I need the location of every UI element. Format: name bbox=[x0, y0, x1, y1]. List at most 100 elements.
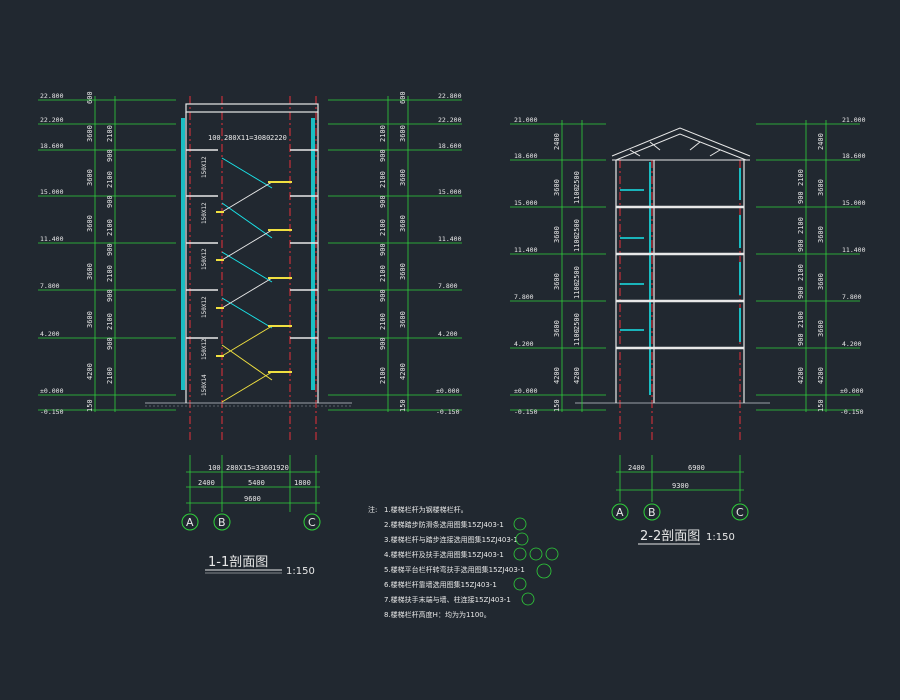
section-2-left-elevations: 21.000 18.600 15.000 11.400 7.800 4.200 … bbox=[514, 116, 538, 416]
elevation-label: 4.200 bbox=[438, 330, 458, 338]
vertical-dim: 3600 bbox=[553, 273, 561, 290]
elevation-label: 15.000 bbox=[514, 199, 538, 207]
axis-label-c: C bbox=[308, 516, 316, 529]
elevation-label: 11.400 bbox=[40, 235, 64, 243]
vertical-dim: 2100 bbox=[379, 313, 387, 330]
section-1-title: 1-1剖面图 bbox=[208, 555, 268, 570]
section-1-title-block: 1-1剖面图 1:150 bbox=[205, 555, 315, 577]
elevation-label: 11.400 bbox=[842, 246, 866, 254]
vertical-dim: 1100 bbox=[573, 329, 581, 346]
stair-label: 150X12 bbox=[201, 156, 208, 178]
note-item: 1.楼梯栏杆为钢楼梯栏杆。 bbox=[384, 505, 468, 514]
note-item: 7.楼梯扶手末端与墙、柱连接15ZJ403-1 bbox=[384, 595, 511, 604]
section-2-left-dims: 2400 3600 3600 3600 3600 4200 150 2500 1… bbox=[553, 133, 581, 412]
section-2-left-dim-lines bbox=[510, 120, 606, 412]
vertical-dim: 1100 bbox=[573, 187, 581, 204]
detail-ref-icon bbox=[545, 547, 559, 561]
detail-ref-icon bbox=[529, 547, 543, 561]
section-2-right-elevations: 21.000 18.600 15.000 11.400 7.800 4.200 … bbox=[840, 116, 866, 416]
section-2-title-block: 2-2剖面图 1:150 bbox=[638, 529, 735, 545]
vertical-dim: 600 bbox=[86, 91, 94, 104]
vertical-dim: 2100 bbox=[797, 311, 805, 328]
section-2-bottom-dim-lines bbox=[616, 455, 744, 502]
vertical-dim: 600 bbox=[399, 91, 407, 104]
elevation-label: 4.200 bbox=[842, 340, 862, 348]
vertical-dim: 3600 bbox=[86, 311, 94, 328]
detail-ref-icon bbox=[515, 532, 529, 546]
note-item: 3.楼梯栏杆与踏步连接选用图集15ZJ403-1 bbox=[384, 535, 518, 544]
vertical-dim: 4200 bbox=[86, 363, 94, 380]
note-item: 8.楼梯栏杆高度H：均为为1100。 bbox=[384, 610, 491, 619]
bottom-dim: 6900 bbox=[688, 464, 705, 472]
section-1-bottom-dims: 100 280X15=3360 1920 2400 5400 1800 9600 bbox=[198, 464, 311, 503]
section-1-right-dims: 600 3600 3600 3600 3600 3600 4200 150 21… bbox=[379, 91, 407, 412]
elevation-label: 4.200 bbox=[514, 340, 534, 348]
vertical-dim: 900 bbox=[106, 149, 114, 162]
vertical-dim: 900 bbox=[797, 239, 805, 252]
vertical-dim: 2100 bbox=[379, 125, 387, 142]
elevation-label: -0.150 bbox=[40, 408, 64, 416]
section-2-walls bbox=[615, 160, 745, 403]
elevation-label: 15.000 bbox=[842, 199, 866, 207]
elevation-label: 7.800 bbox=[40, 282, 60, 290]
elevation-label: 21.000 bbox=[514, 116, 538, 124]
vertical-dim: 3600 bbox=[553, 179, 561, 196]
vertical-dim: 900 bbox=[379, 195, 387, 208]
vertical-dim: 150 bbox=[399, 399, 407, 412]
section-2-windows bbox=[620, 162, 741, 395]
section-1-axis-lines bbox=[189, 96, 317, 440]
detail-reference-icons bbox=[513, 517, 559, 606]
note-item: 2.楼梯踏步防滑条选用图集15ZJ403-1 bbox=[384, 520, 504, 529]
bottom-dim: 100 bbox=[208, 464, 221, 472]
vertical-dim: 2400 bbox=[817, 133, 825, 150]
vertical-dim: 900 bbox=[379, 337, 387, 350]
vertical-dim: 150 bbox=[817, 399, 825, 412]
vertical-dim: 150 bbox=[553, 399, 561, 412]
detail-ref-icon bbox=[521, 592, 535, 606]
vertical-dim: 3600 bbox=[86, 125, 94, 142]
vertical-dim: 3600 bbox=[399, 125, 407, 142]
vertical-dim: 3600 bbox=[399, 169, 407, 186]
stair-label: 150X12 bbox=[201, 202, 208, 224]
vertical-dim: 4200 bbox=[797, 367, 805, 384]
section-2-title: 2-2剖面图 bbox=[640, 529, 700, 544]
vertical-dim: 4200 bbox=[399, 363, 407, 380]
vertical-dim: 900 bbox=[379, 149, 387, 162]
vertical-dim: 150 bbox=[86, 399, 94, 412]
vertical-dim: 900 bbox=[797, 333, 805, 346]
section-2-right-dims: 2400 3600 3600 3600 3600 4200 150 2100 9… bbox=[797, 133, 825, 412]
vertical-dim: 900 bbox=[106, 195, 114, 208]
elevation-label: ±0.000 bbox=[840, 387, 864, 395]
section-1-right-dim-lines bbox=[328, 96, 462, 412]
elevation-label: 18.600 bbox=[40, 142, 64, 150]
axis-label-a: A bbox=[186, 516, 194, 529]
elevation-label: 7.800 bbox=[438, 282, 458, 290]
vertical-dim: 2100 bbox=[797, 169, 805, 186]
elevation-label: 21.000 bbox=[842, 116, 866, 124]
detail-ref-icon bbox=[513, 577, 527, 591]
section-1-walls bbox=[185, 103, 319, 403]
section-2-roof bbox=[611, 127, 751, 161]
elevation-label: 7.800 bbox=[842, 293, 862, 301]
section-1-landings bbox=[216, 181, 292, 373]
elevation-label: 18.600 bbox=[438, 142, 462, 150]
vertical-dim: 3600 bbox=[817, 179, 825, 196]
bottom-dim: 2400 bbox=[628, 464, 645, 472]
vertical-dim: 3600 bbox=[817, 273, 825, 290]
section-1-windows bbox=[181, 118, 315, 390]
vertical-dim: 3600 bbox=[817, 226, 825, 243]
elevation-label: ±0.000 bbox=[436, 387, 460, 395]
vertical-dim: 2100 bbox=[379, 265, 387, 282]
section-1-floor-slabs bbox=[186, 149, 318, 339]
bottom-dim-total: 9300 bbox=[672, 482, 689, 490]
elevation-label: 22.200 bbox=[40, 116, 64, 124]
elevation-label: 15.000 bbox=[40, 188, 64, 196]
vertical-dim: 3600 bbox=[817, 320, 825, 337]
section-2-2-drawing: 21.000 18.600 15.000 11.400 7.800 4.200 … bbox=[510, 116, 866, 545]
vertical-dim: 2100 bbox=[379, 367, 387, 384]
vertical-dim: 4200 bbox=[817, 367, 825, 384]
vertical-dim: 4200 bbox=[553, 367, 561, 384]
elevation-label: ±0.000 bbox=[514, 387, 538, 395]
elevation-label: ±0.000 bbox=[40, 387, 64, 395]
